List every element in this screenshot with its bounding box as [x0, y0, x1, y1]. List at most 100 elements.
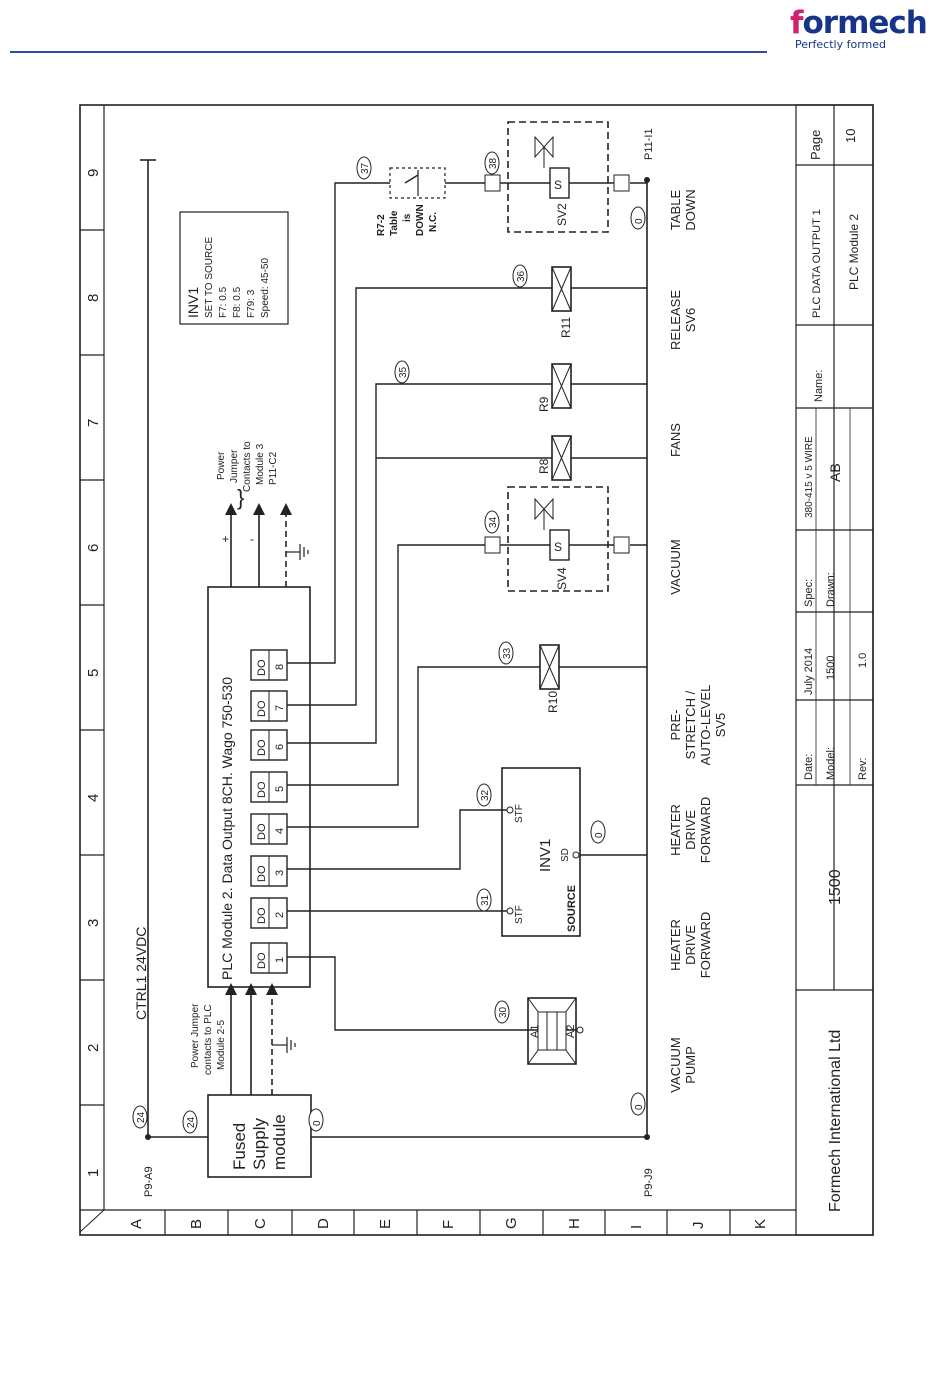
- wire-number: 24: [136, 1111, 147, 1123]
- function-label: DRIVE: [683, 925, 698, 965]
- do-label: DO: [256, 865, 268, 882]
- svg-text:Model:: Model:: [825, 747, 837, 780]
- svg-text:SD: SD: [560, 848, 571, 862]
- wire-number: 31: [480, 894, 491, 906]
- grid-row-label: B: [188, 1219, 205, 1229]
- supply-line3: module: [270, 1114, 289, 1170]
- svg-text:Contacts to: Contacts to: [242, 441, 253, 492]
- company-name: Formech International Ltd: [827, 1030, 844, 1212]
- svg-text:R7-2: R7-2: [376, 214, 387, 236]
- svg-text:SV2: SV2: [555, 203, 569, 226]
- do-number: 8: [274, 664, 286, 670]
- grid-row-label: E: [377, 1219, 394, 1229]
- fused-supply-module: [207, 1094, 312, 1178]
- svg-text:July 2014: July 2014: [803, 648, 815, 695]
- svg-text:Table: Table: [389, 210, 400, 236]
- rail-node-i1: [644, 177, 650, 183]
- svg-text:SET TO SOURCE: SET TO SOURCE: [204, 237, 215, 318]
- valve-icon: [534, 497, 554, 521]
- inv1-settings-box: [179, 211, 289, 325]
- brand-name: formech: [790, 5, 928, 41]
- grid-column-label: 9: [85, 169, 102, 177]
- grid-row-label: C: [252, 1218, 269, 1229]
- function-label: AUTO-LEVEL: [698, 685, 713, 766]
- grid-column-label: 5: [85, 669, 102, 677]
- grid-row-label: K: [752, 1219, 769, 1229]
- ground-icon: [272, 1037, 296, 1053]
- do-label: DO: [256, 659, 268, 676]
- model-big: 1500: [827, 869, 844, 905]
- connector-icon: [484, 536, 501, 554]
- arrow-up-icon: [225, 983, 237, 995]
- function-label: SV5: [713, 713, 728, 738]
- svg-text:contacts to PLC: contacts to PLC: [203, 1004, 214, 1075]
- svg-text:is: is: [402, 213, 413, 222]
- function-label: VACUUM: [668, 539, 683, 594]
- inv1-block: [501, 767, 581, 937]
- connector-icon: [484, 174, 501, 192]
- wire-tag: [590, 820, 606, 844]
- svg-text:DOWN: DOWN: [415, 204, 426, 236]
- svg-text:Power: Power: [216, 451, 227, 480]
- grid-column-label: 8: [85, 294, 102, 302]
- svg-text:Rev:: Rev:: [857, 757, 869, 780]
- do-label: DO: [256, 823, 268, 840]
- wire-tag: [182, 1110, 198, 1134]
- do-number: 4: [274, 828, 286, 834]
- function-label: PRE-: [668, 709, 683, 740]
- supply-line2: Supply: [250, 1118, 269, 1170]
- do-number: 3: [274, 870, 286, 876]
- grid-column-label: 1: [85, 1169, 102, 1177]
- function-label: VACUUM: [668, 1037, 683, 1092]
- wire-tag: [476, 783, 492, 807]
- function-label: HEATER: [668, 804, 683, 856]
- do-label: DO: [256, 952, 268, 969]
- wire-tag: [484, 151, 500, 175]
- grid-row-label: D: [315, 1218, 332, 1229]
- wire-tag: [484, 510, 500, 534]
- function-label: FORWARD: [698, 797, 713, 863]
- arrow-up-icon: [266, 983, 278, 995]
- do-label: DO: [256, 739, 268, 756]
- do-number: 7: [274, 705, 286, 711]
- wire-tag: [132, 1105, 148, 1129]
- svg-text:INV1: INV1: [185, 287, 201, 318]
- rail-node-j9: [644, 1134, 650, 1140]
- connector-icon: [613, 174, 630, 192]
- wire-tag: [512, 264, 528, 288]
- output-wires: [287, 182, 647, 1031]
- svg-text:F7: 0.5: F7: 0.5: [218, 286, 229, 318]
- arrow-up-icon: [245, 983, 257, 995]
- wire-number: 0: [634, 1104, 645, 1110]
- wire-number: 0: [312, 1120, 323, 1126]
- svg-text:+: +: [222, 532, 229, 546]
- do-label: DO: [256, 781, 268, 798]
- wire-number: 37: [360, 162, 371, 174]
- svg-text:P11-I1: P11-I1: [643, 128, 655, 160]
- svg-text:Jumper: Jumper: [229, 449, 240, 483]
- formech-logo: formech Perfectly formed: [790, 6, 942, 51]
- svg-text:P11-C2: P11-C2: [268, 451, 279, 485]
- svg-text:P9-J9: P9-J9: [643, 1168, 655, 1197]
- ground-icon: [286, 544, 309, 560]
- arrow-up-icon: [280, 503, 292, 515]
- svg-text:P9-A9: P9-A9: [143, 1166, 155, 1197]
- svg-text:1.0: 1.0: [857, 653, 869, 668]
- title-block: [795, 104, 874, 1236]
- svg-text:A2: A2: [565, 1025, 577, 1038]
- do-label: DO: [256, 907, 268, 924]
- grid-row-label: J: [690, 1222, 707, 1230]
- svg-text:-: -: [250, 532, 254, 546]
- wire-number: 34: [488, 516, 499, 528]
- function-label: DRIVE: [683, 810, 698, 850]
- valve-icon: [534, 135, 554, 159]
- header-rule: [10, 51, 767, 53]
- do-number: 1: [274, 957, 286, 963]
- svg-text:1500: 1500: [825, 656, 837, 680]
- wire-number: 38: [488, 157, 499, 169]
- svg-text:Speed: 45-50: Speed: 45-50: [260, 258, 271, 318]
- svg-text:Module 3: Module 3: [255, 443, 266, 485]
- svg-text:INV1: INV1: [537, 839, 554, 872]
- do-number: 5: [274, 786, 286, 792]
